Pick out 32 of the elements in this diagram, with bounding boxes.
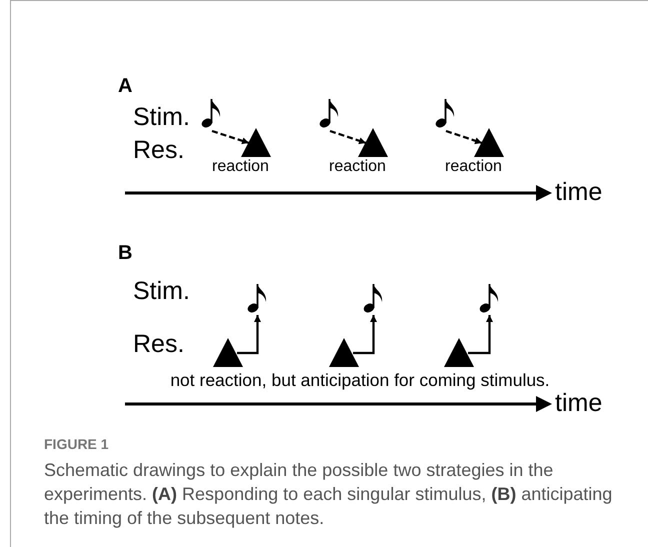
note-icon xyxy=(201,98,223,128)
note-icon xyxy=(247,283,269,313)
panel-label: B xyxy=(118,242,132,265)
arrow xyxy=(212,130,250,144)
row-label: Stim. xyxy=(133,277,190,306)
arrow xyxy=(237,315,261,354)
triangle-icon xyxy=(444,338,474,367)
triangle-icon xyxy=(474,128,504,157)
caption-label: reaction xyxy=(444,158,503,176)
note-icon xyxy=(479,283,501,313)
axis-label: time xyxy=(555,178,602,207)
figure-label: FIGURE 1 xyxy=(44,436,109,452)
triangle-icon xyxy=(358,128,388,157)
figure-caption: Schematic drawings to explain the possible two strategies in the experiments. (A) Responding to each singular stimulus, (B) anticipating the timing of the subsequent notes. xyxy=(44,459,614,530)
caption-label: reaction xyxy=(211,158,270,176)
triangle-icon xyxy=(213,338,243,367)
arrow xyxy=(353,315,377,354)
triangle-icon xyxy=(241,128,271,157)
caption-label: reaction xyxy=(328,158,387,176)
note-text: not reaction, but anticipation for coming stimulus. xyxy=(170,370,550,391)
note-icon xyxy=(363,283,385,313)
panel-label: A xyxy=(118,75,132,98)
note-icon xyxy=(435,98,457,128)
triangle-icon xyxy=(329,338,359,367)
row-label: Res. xyxy=(133,330,184,359)
note-icon xyxy=(319,98,341,128)
arrow xyxy=(468,315,493,354)
row-label: Stim. xyxy=(133,103,190,132)
row-label: Res. xyxy=(133,136,184,165)
arrow xyxy=(446,130,482,144)
axis-label: time xyxy=(555,389,602,418)
arrow xyxy=(330,130,366,144)
